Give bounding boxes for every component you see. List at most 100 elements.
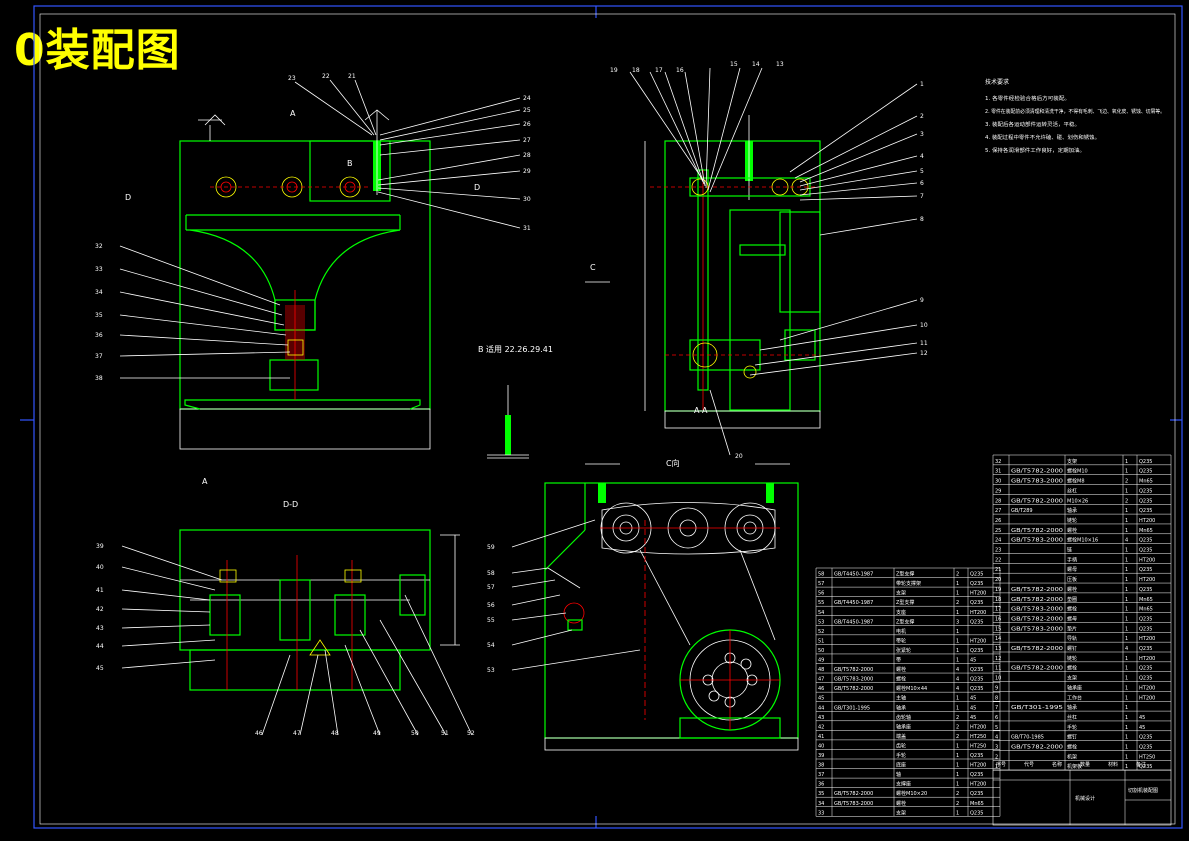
bom-cell-no: 46 — [818, 686, 824, 692]
bom-cell-no: 30 — [995, 479, 1001, 485]
title-block: 序号代号名称数量材料备注切割机装配图机械设计 — [992, 761, 1172, 826]
header-col: 代号 — [1024, 761, 1034, 768]
bom-cell-name: 电机 — [896, 628, 906, 635]
bom-cell-name: 支架 — [896, 809, 906, 816]
bom-cell-name: 压板 — [1067, 576, 1077, 583]
bom-cell-mat: 45 — [1139, 725, 1145, 731]
bom-cell-no: 37 — [818, 772, 824, 778]
part-number-label: 34 — [95, 289, 103, 296]
bom-cell-name: 螺钉 — [1067, 734, 1077, 741]
part-number-label: 23 — [288, 75, 296, 82]
bom-cell-mat: HT200 — [1139, 636, 1155, 642]
bom-cell-name: 主轴 — [896, 695, 906, 702]
bom-cell-mat: Q235 — [1139, 764, 1152, 770]
bom-cell-qty: 1 — [1125, 715, 1128, 721]
bom-cell-no: 13 — [995, 646, 1001, 652]
bom-cell-qty: 1 — [1125, 508, 1128, 514]
bom-cell-no: 17 — [995, 607, 1001, 613]
bom-cell-qty: 1 — [1125, 656, 1128, 662]
bom-cell-name: 链轮 — [1067, 655, 1077, 662]
tech-line: 1. 各零件经检验合格后方可装配。 — [985, 95, 1070, 102]
bom-cell-mat: Q235 — [1139, 745, 1152, 751]
part-number-label: 1 — [920, 81, 924, 88]
part-number-label: 15 — [730, 61, 738, 68]
bom-cell-mat: Q235 — [1139, 567, 1152, 573]
bom-cell-mat: HT200 — [970, 782, 986, 788]
bom-cell-no: 14 — [995, 636, 1001, 642]
bom-cell-name: 链 — [1067, 547, 1072, 554]
bom-cell-name: 带轮 — [896, 637, 906, 644]
bom-cell-mat: Q235 — [1139, 488, 1152, 494]
part-number-label: 41 — [96, 587, 104, 594]
bom-cell-name: 螺栓 — [1067, 744, 1077, 751]
bom-cell-no: 28 — [995, 498, 1001, 504]
bom-cell-name: 链轮 — [1067, 517, 1077, 524]
bom-cell-qty: 1 — [1125, 754, 1128, 760]
bom-cell-qty: 1 — [1125, 705, 1128, 711]
bom-cell-mat: HT250 — [970, 743, 986, 749]
bom-cell-no: 25 — [995, 528, 1001, 534]
header-col: 序号 — [996, 761, 1006, 768]
drawing-title: 0装配图 — [14, 25, 181, 76]
bom-cell-name: 带轮支撑架 — [896, 580, 921, 587]
bom-cell-no: 58 — [818, 572, 824, 578]
bom-cell-name: 齿轮轴 — [896, 714, 911, 721]
bom-cell-no: 3 — [995, 745, 998, 751]
part-number-label: 3 — [920, 131, 924, 138]
bom-cell-name: 螺栓 — [896, 666, 906, 673]
header-col: 数量 — [1080, 761, 1090, 768]
part-number-label: 43 — [96, 625, 104, 632]
part-number-label: 48 — [331, 730, 339, 737]
bom-cell-code: GB/T5782-2000 — [1011, 666, 1063, 672]
bom-cell-qty: 1 — [956, 591, 959, 597]
bom-cell-qty: 1 — [1125, 488, 1128, 494]
bom-cell-mat: Q235 — [1139, 676, 1152, 682]
bom-cell-qty: 2 — [956, 801, 959, 807]
section-d-right: D — [474, 183, 480, 192]
bom-cell-name: 螺母 — [1067, 566, 1077, 573]
part-number-label: 55 — [487, 617, 495, 624]
bom-cell-mat: Q235 — [1139, 459, 1152, 465]
bom-cell-no: 34 — [818, 801, 824, 807]
bom-cell-mat: Q235 — [970, 667, 983, 673]
bom-cell-no: 6 — [995, 715, 998, 721]
bom-cell-name: 螺栓M10×16 — [1067, 537, 1098, 544]
bom-cell-qty: 1 — [1125, 745, 1128, 751]
section-aa: A-A — [694, 406, 708, 415]
bom-cell-qty: 1 — [956, 753, 959, 759]
bom-cell-code: GB/T70-1985 — [1011, 735, 1044, 741]
bom-cell-qty: 1 — [956, 648, 959, 654]
bom-cell-name: 螺栓 — [896, 800, 906, 807]
part-number-label: 35 — [95, 312, 103, 319]
bom-cell-qty: 1 — [1125, 685, 1128, 691]
bom-cell-no: 18 — [995, 597, 1001, 603]
part-number-label: 10 — [920, 322, 928, 329]
bom-cell-qty: 1 — [956, 581, 959, 587]
bom-cell-name: Z型支撑 — [896, 618, 914, 625]
bom-cell-no: 43 — [818, 715, 824, 721]
part-number-label: 59 — [487, 544, 495, 551]
bom-cell-mat: HT200 — [970, 724, 986, 730]
bom-cell-no: 35 — [818, 791, 824, 797]
part-number-label: 33 — [95, 266, 103, 273]
part-number-label: 50 — [411, 730, 419, 737]
bom-cell-no: 54 — [818, 610, 824, 616]
bom-cell-qty: 1 — [1125, 616, 1128, 622]
drawing-border — [33, 5, 1183, 829]
bom-cell-qty: 4 — [956, 667, 959, 673]
bom-cell-qty: 3 — [956, 619, 959, 625]
bom-cell-no: 36 — [818, 782, 824, 788]
bom-cell-no: 51 — [818, 638, 824, 644]
bom-cell-qty: 1 — [1125, 557, 1128, 563]
bom-cell-code: GB/T5783-2000 — [1011, 607, 1063, 613]
bom-cell-no: 56 — [818, 591, 824, 597]
bom-cell-mat: Mn65 — [1139, 528, 1153, 534]
bom-cell-qty: 1 — [1125, 577, 1128, 583]
part-number-label: 39 — [96, 543, 104, 550]
part-number-label: 12 — [920, 350, 928, 357]
bom-cell-qty: 2 — [1125, 479, 1128, 485]
bom-cell-mat: Mn65 — [1139, 597, 1153, 603]
bom-cell-no: 29 — [995, 488, 1001, 494]
